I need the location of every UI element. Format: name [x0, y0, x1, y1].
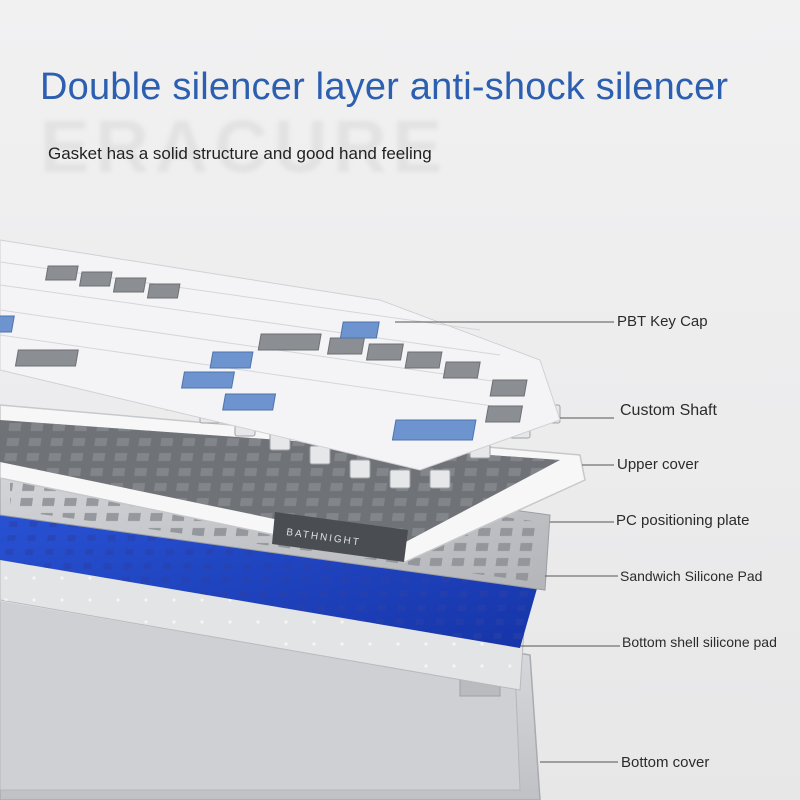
callout-pc-positioning-plate: PC positioning plate	[616, 512, 750, 529]
callout-bottom-cover: Bottom cover	[621, 754, 710, 771]
callout-custom-shaft: Custom Shaft	[620, 402, 717, 419]
callout-leader-lines	[395, 321, 620, 763]
subtitle: Gasket has a solid structure and good ha…	[48, 144, 432, 163]
headline: Double silencer layer anti-shock silence…	[40, 66, 729, 108]
callout-bottom-shell-silicone-pad: Bottom shell silicone pad	[622, 634, 777, 650]
callout-sandwich-silicone-pad: Sandwich Silicone Pad	[620, 568, 763, 584]
watermark-text: ERACURE	[40, 105, 448, 188]
callout-pbt-key-cap: PBT Key Cap	[617, 313, 708, 330]
callout-upper-cover: Upper cover	[617, 456, 699, 473]
keycap-block	[0, 239, 561, 471]
